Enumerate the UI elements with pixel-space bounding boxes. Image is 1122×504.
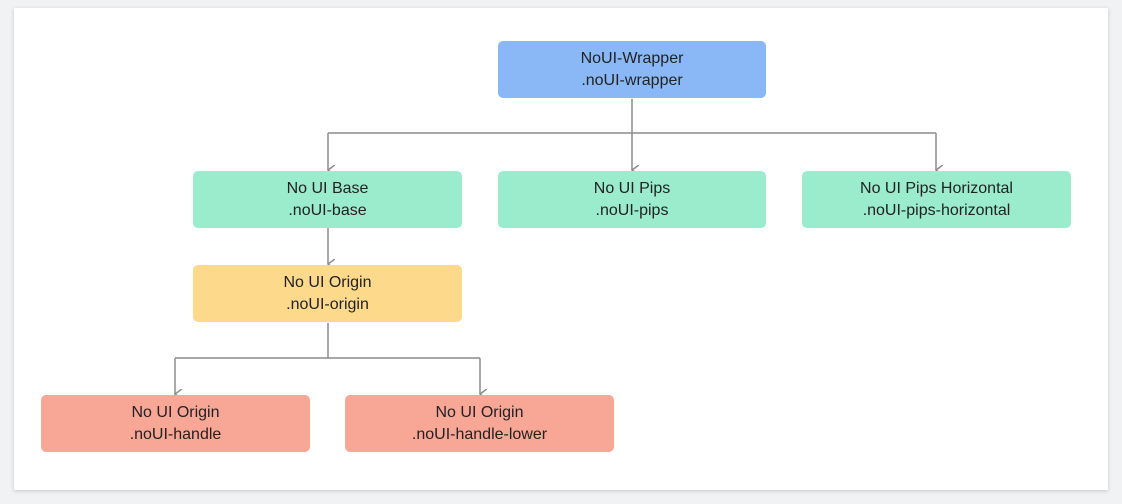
node-noui-pips-horizontal: No UI Pips Horizontal .noUI-pips-horizon… xyxy=(802,171,1071,228)
node-class: .noUI-handle xyxy=(129,425,222,443)
node-class: .noUI-pips-horizontal xyxy=(862,201,1011,219)
node-title: No UI Pips Horizontal xyxy=(860,179,1013,197)
node-noui-pips: No UI Pips .noUI-pips xyxy=(498,171,766,228)
node-title: NoUI-Wrapper xyxy=(580,49,684,67)
node-class: .noUI-origin xyxy=(286,295,369,313)
node-noui-handle: No UI Origin .noUI-handle xyxy=(41,395,310,452)
node-noui-origin: No UI Origin .noUI-origin xyxy=(193,265,462,322)
node-class: .noUI-pips xyxy=(595,201,669,219)
node-title: No UI Origin xyxy=(283,273,372,291)
node-title: No UI Pips xyxy=(593,179,671,197)
node-noui-wrapper: NoUI-Wrapper .noUI-wrapper xyxy=(498,41,766,98)
node-noui-base: No UI Base .noUI-base xyxy=(193,171,462,228)
connector-lines xyxy=(14,99,1108,490)
node-class: .noUI-base xyxy=(288,201,367,219)
node-noui-handle-lower: No UI Origin .noUI-handle-lower xyxy=(345,395,614,452)
node-class: .noUI-wrapper xyxy=(581,71,683,89)
node-title: No UI Origin xyxy=(435,403,524,421)
node-class: .noUI-handle-lower xyxy=(411,425,548,443)
diagram-card: NoUI-Wrapper .noUI-wrapper No UI Base .n… xyxy=(14,8,1108,490)
node-title: No UI Origin xyxy=(131,403,220,421)
node-title: No UI Base xyxy=(286,179,369,197)
